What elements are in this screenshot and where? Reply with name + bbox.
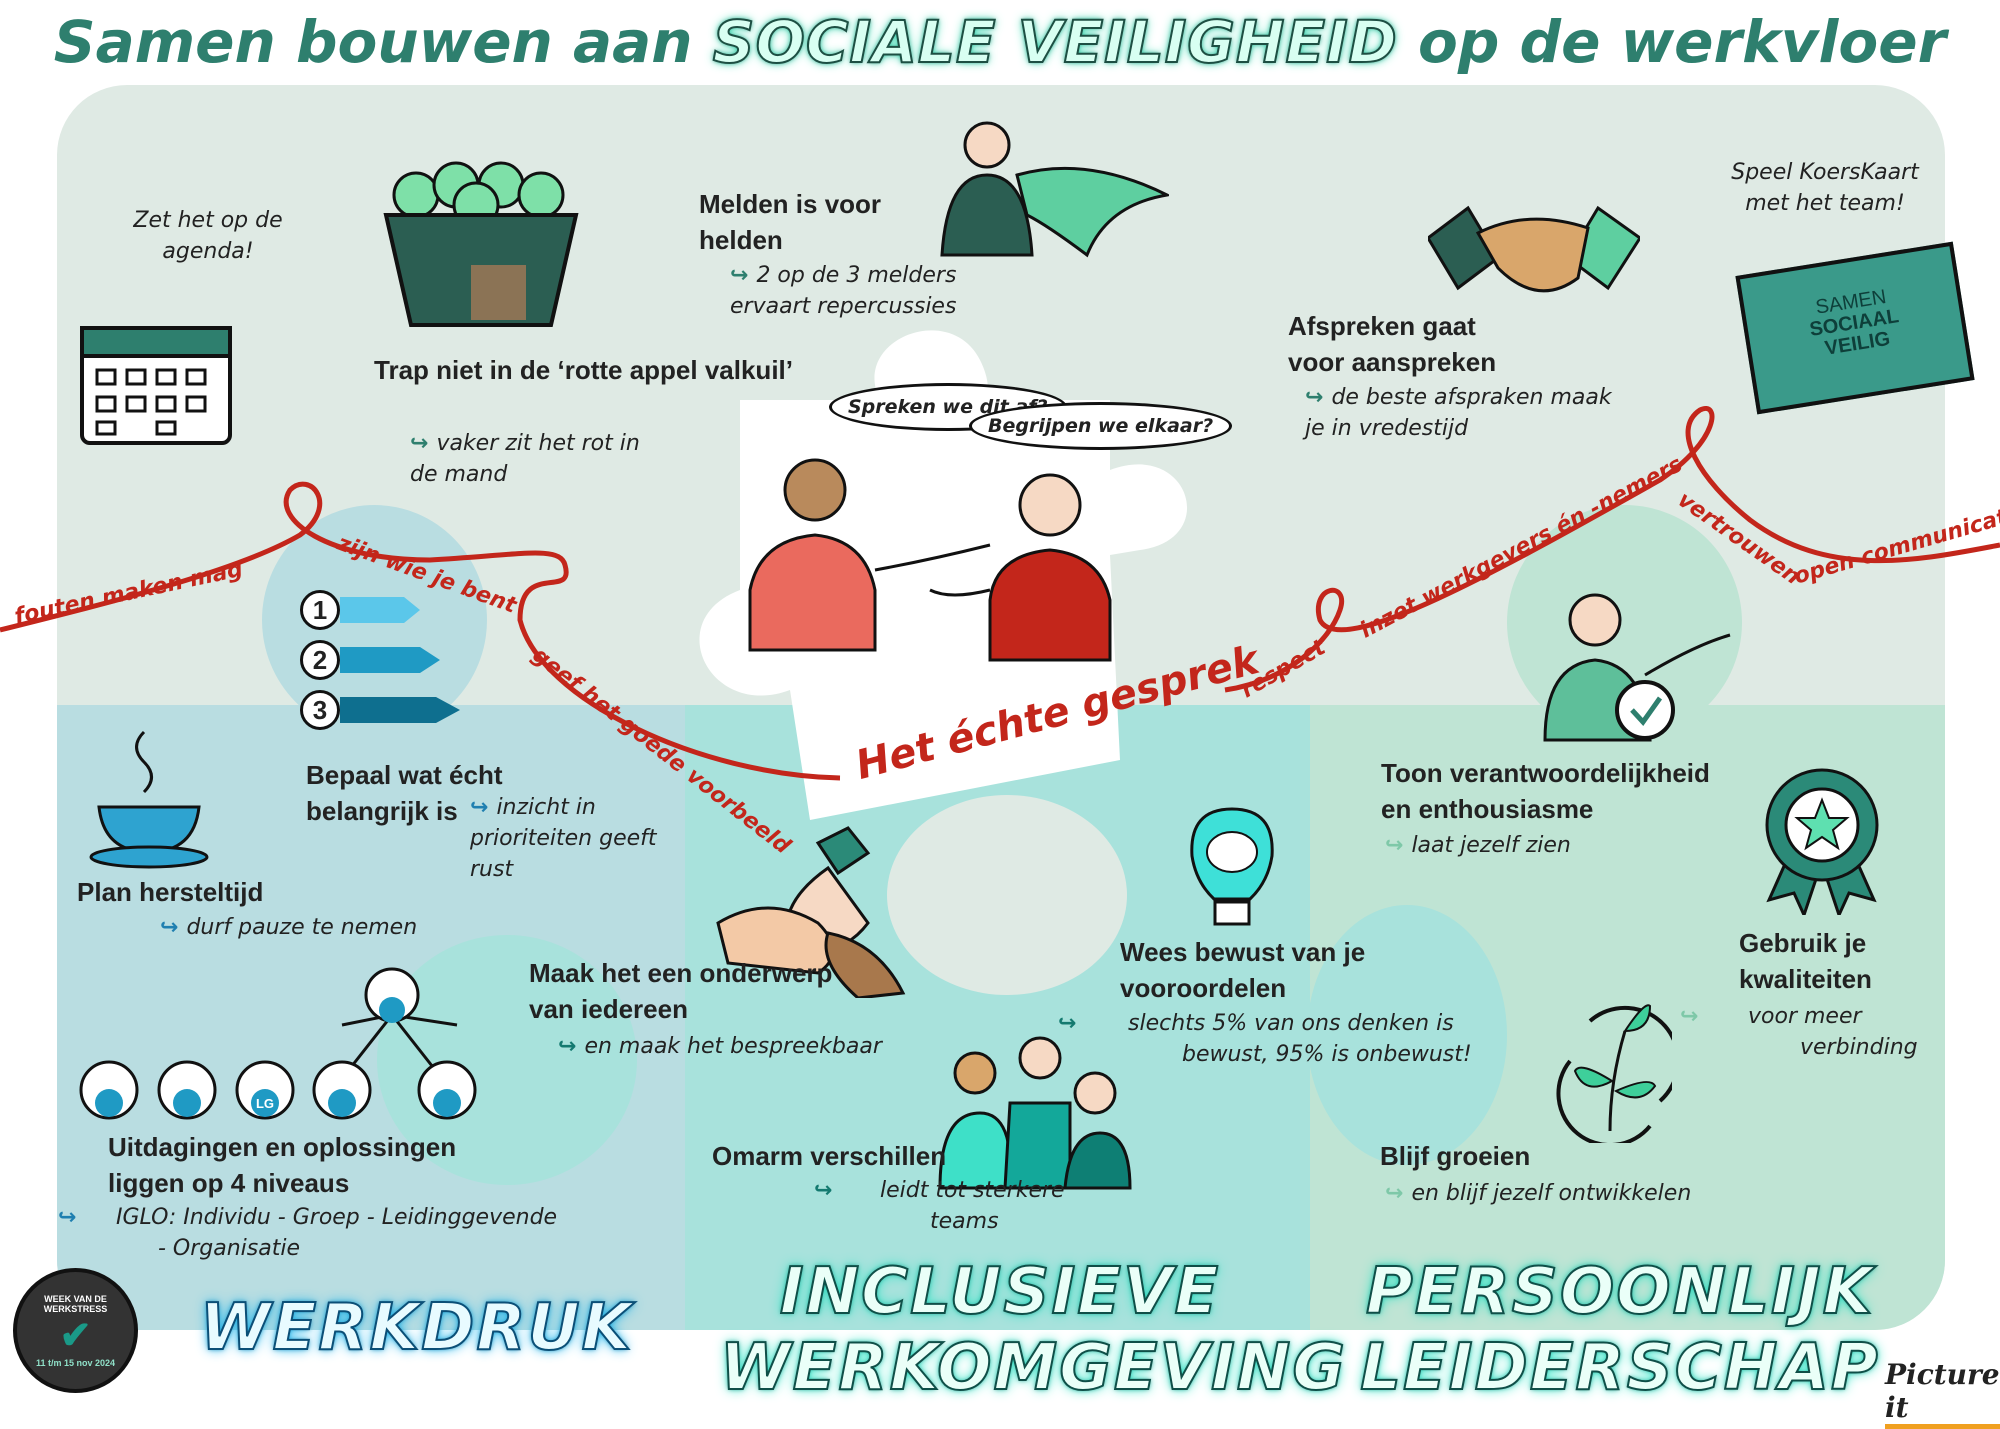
picture-it-logo: Picture it (1885, 1358, 2000, 1429)
rosette-star-icon (1765, 768, 1879, 915)
priority-number: 3 (300, 690, 340, 730)
onderwerp-heading: Maak het een onderwerp van iedereen (529, 958, 833, 1024)
groeien-sub: ↪en blijf jezelf ontwikkelen (1385, 1181, 1692, 1206)
lightbulb-brain-icon (1190, 807, 1274, 926)
title-line: WERKOMGEVING (719, 1330, 1347, 1406)
puzzle-tab (887, 795, 1127, 995)
puzzle-tab (377, 935, 637, 1185)
logo-text: WEEK VAN DE WERKSTRESS (43, 1293, 108, 1314)
groeien-heading: Blijf groeien (1380, 1141, 1531, 1171)
vooroordelen-heading: Wees bewust van je vooroordelen (1120, 937, 1366, 1003)
bepaal-heading: Bepaal wat écht belangrijk is (306, 760, 503, 826)
calendar-icon (80, 326, 232, 445)
afspreken-heading: Afspreken gaat voor aanspreken (1288, 311, 1497, 377)
toon-heading: Toon verantwoordelijkheid en enthousiasm… (1381, 758, 1710, 824)
agenda-note: Zet het op de agenda! (133, 208, 283, 264)
checkmark-icon: ✔ (59, 1314, 92, 1357)
title-line: INCLUSIEVE (779, 1254, 1221, 1330)
koerskaart-note: Speel KoersKaart met het team! (1731, 160, 1919, 216)
vooroordelen-sub: ↪slechts 5% van ons denken is bewust, 95… (1058, 1011, 1472, 1067)
title-line: PERSOONLIJK (1365, 1254, 1875, 1330)
priority-list-icon: 1 2 3 (300, 590, 460, 730)
puzzle-piece-illustration (699, 330, 1188, 820)
melden-sub: ↪2 op de 3 melders ervaart repercussies (730, 263, 957, 319)
puzzle-tab (1307, 905, 1507, 1165)
week-van-de-werkstress-logo: WEEK VAN DE WERKSTRESS ✔ 11 t/m 15 nov 2… (13, 1268, 138, 1393)
rotte-appel-sub: ↪vaker zit het rot in de mand (410, 431, 640, 487)
priority-number: 1 (300, 590, 340, 630)
speech-bubble-right: Begrijpen we elkaar? (969, 402, 1233, 450)
diverse-people-icon (938, 1036, 1132, 1190)
hersteltijd-sub: ↪durf pauze te nemen (160, 915, 418, 940)
priority-number: 2 (300, 640, 340, 680)
niveaus-sub: ↪IGLO: Individu - Groep - Leidinggevende… (58, 1205, 558, 1261)
werkdruk-title: WERKDRUK (199, 1290, 634, 1366)
growing-plant-icon (1556, 1004, 1672, 1143)
bepaal-sub: ↪inzicht in prioriteiten geeft rust (470, 795, 657, 882)
hersteltijd-heading: Plan hersteltijd (77, 877, 264, 907)
verschillen-sub: ↪leidt tot sterkere teams (814, 1178, 1065, 1234)
main-panel (57, 85, 1945, 1330)
title-line: LEIDERSCHAP (1359, 1330, 1880, 1406)
superhero-icon (940, 121, 1169, 258)
kwaliteiten-sub: ↪voor meer verbinding (1680, 1004, 1918, 1060)
verschillen-heading: Omarm verschillen (712, 1141, 947, 1171)
kwaliteiten-heading: Gebruik je kwaliteiten (1739, 928, 1872, 994)
onderwerp-sub: ↪en maak het bespreekbaar (558, 1034, 882, 1059)
page-title: Samen bouwen aan SOCIALE VEILIGHEID op d… (53, 7, 1947, 77)
niveaus-heading: Uitdagingen en oplossingen liggen op 4 n… (108, 1132, 457, 1198)
stacked-hands-icon (716, 826, 906, 998)
afspreken-sub: ↪de beste afspraken maak je in vredestij… (1305, 385, 1612, 441)
melden-heading: Melden is voor helden (699, 189, 882, 255)
toon-sub: ↪laat jezelf zien (1385, 833, 1571, 858)
logo-dates: 11 t/m 15 nov 2024 (35, 1357, 116, 1368)
handshake-icon (1428, 205, 1640, 293)
teacup-icon (89, 730, 209, 869)
lg-badge: LG (256, 1096, 274, 1111)
confident-person-icon (1543, 593, 1731, 742)
iglo-levels-icon: LG (79, 967, 477, 1120)
apple-basket-icon (383, 161, 579, 327)
rotte-appel-heading: Trap niet in de ‘rotte appel valkuil’ (374, 355, 793, 385)
